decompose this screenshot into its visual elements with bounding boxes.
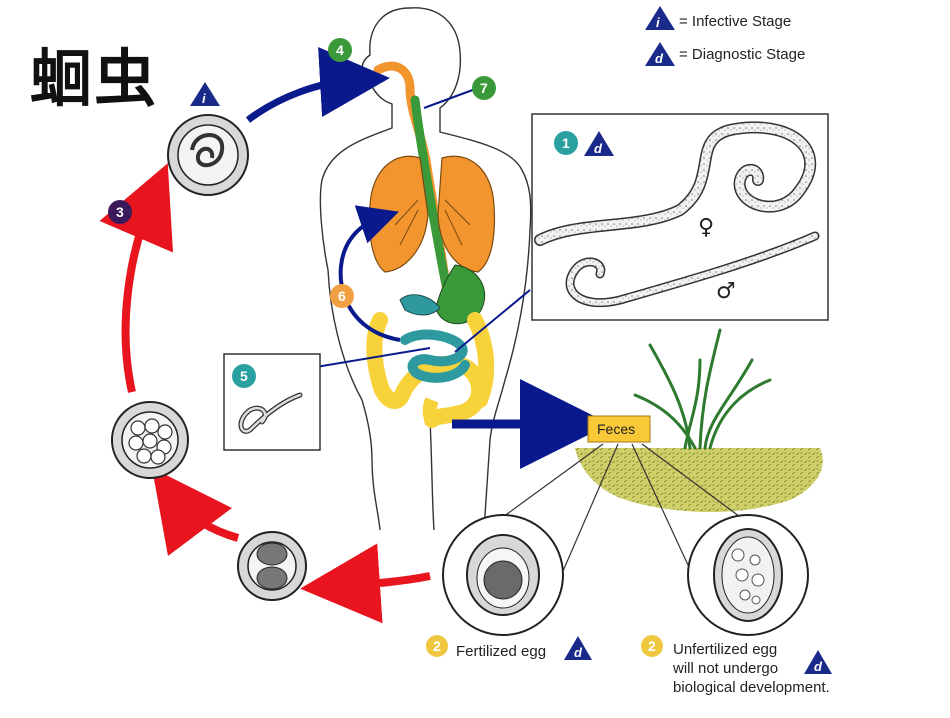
unfertilized-egg-view [687, 514, 809, 636]
step-2-fertilized-badge [426, 635, 448, 657]
red-arrow-left-lower [300, 543, 431, 624]
step-5-badge: 5 [232, 364, 256, 388]
step-7-badge: 7 [472, 76, 496, 100]
step-4-badge: 4 [328, 38, 352, 62]
step-2-unfertilized-badge [641, 635, 663, 657]
page-title: 蛔虫 [30, 42, 159, 115]
legend-diagnostic-symbol: d [655, 51, 664, 66]
female-symbol: ♀ [698, 215, 714, 240]
grass [633, 328, 772, 450]
fertilized-diagnostic-symbol: d [574, 645, 583, 660]
legend-infective-text: = Infective Stage [679, 13, 791, 30]
unfertilized-diagnostic-icon [804, 650, 832, 674]
step-2-fertilized-number: 2 [433, 638, 441, 654]
step-1-badge: 1 d [554, 131, 614, 156]
step-7-number: 7 [480, 80, 488, 96]
step-6-number: 6 [338, 288, 346, 304]
legend-infective-symbol: i [656, 15, 660, 30]
male-symbol: ♂ [716, 279, 736, 304]
infective-marker-symbol: i [202, 91, 206, 106]
small-intestine [400, 329, 470, 383]
infective-stage-icon [645, 6, 675, 30]
legend-infective: i = Infective Stage [645, 6, 791, 30]
ingestion-arrow [245, 47, 390, 123]
diagnostic-stage-icon [645, 42, 675, 66]
soil [575, 448, 823, 513]
unfertilized-diagnostic-symbol: d [814, 659, 823, 674]
red-arrow-left-upper [151, 468, 240, 557]
fertilized-egg-view [442, 514, 564, 636]
step-1-diagnostic-icon [584, 131, 614, 156]
unfertilized-line-1: Unfertilized egg [673, 641, 777, 658]
right-lung [437, 155, 496, 273]
step-4-number: 4 [336, 42, 344, 58]
migration-arrow [338, 205, 401, 342]
step-6-badge: 6 [330, 284, 354, 308]
adult-worms-panel: ♀ ♂ [531, 113, 829, 321]
infective-marker: i [190, 82, 220, 106]
stomach [435, 264, 486, 325]
red-arrow-up [99, 163, 174, 393]
unfertilized-line-3: biological development. [673, 679, 830, 696]
legend-diagnostic-text: = Diagnostic Stage [679, 46, 805, 63]
fertilized-diagnostic-icon [564, 636, 592, 660]
multicell-egg [111, 401, 189, 479]
legend-diagnostic: d = Diagnostic Stage [645, 42, 805, 66]
feces-label: Feces [597, 421, 635, 437]
step-3-badge: 3 [108, 200, 132, 224]
two-cell-egg [237, 531, 307, 601]
unfertilized-line-2: will not undergo [672, 660, 778, 677]
step-5-number: 5 [240, 368, 248, 384]
step-2-unfertilized-number: 2 [648, 638, 656, 654]
step-1-number: 1 [562, 135, 570, 151]
left-lung [368, 155, 429, 273]
infective-stage-marker-icon [190, 82, 220, 106]
step-1-diagnostic-symbol: d [594, 141, 603, 156]
fertilized-egg-label: Fertilized egg [456, 643, 546, 660]
step-3-number: 3 [116, 204, 124, 220]
human-body-outline [319, 7, 532, 531]
infective-egg [167, 114, 249, 196]
feces-box [587, 415, 651, 443]
